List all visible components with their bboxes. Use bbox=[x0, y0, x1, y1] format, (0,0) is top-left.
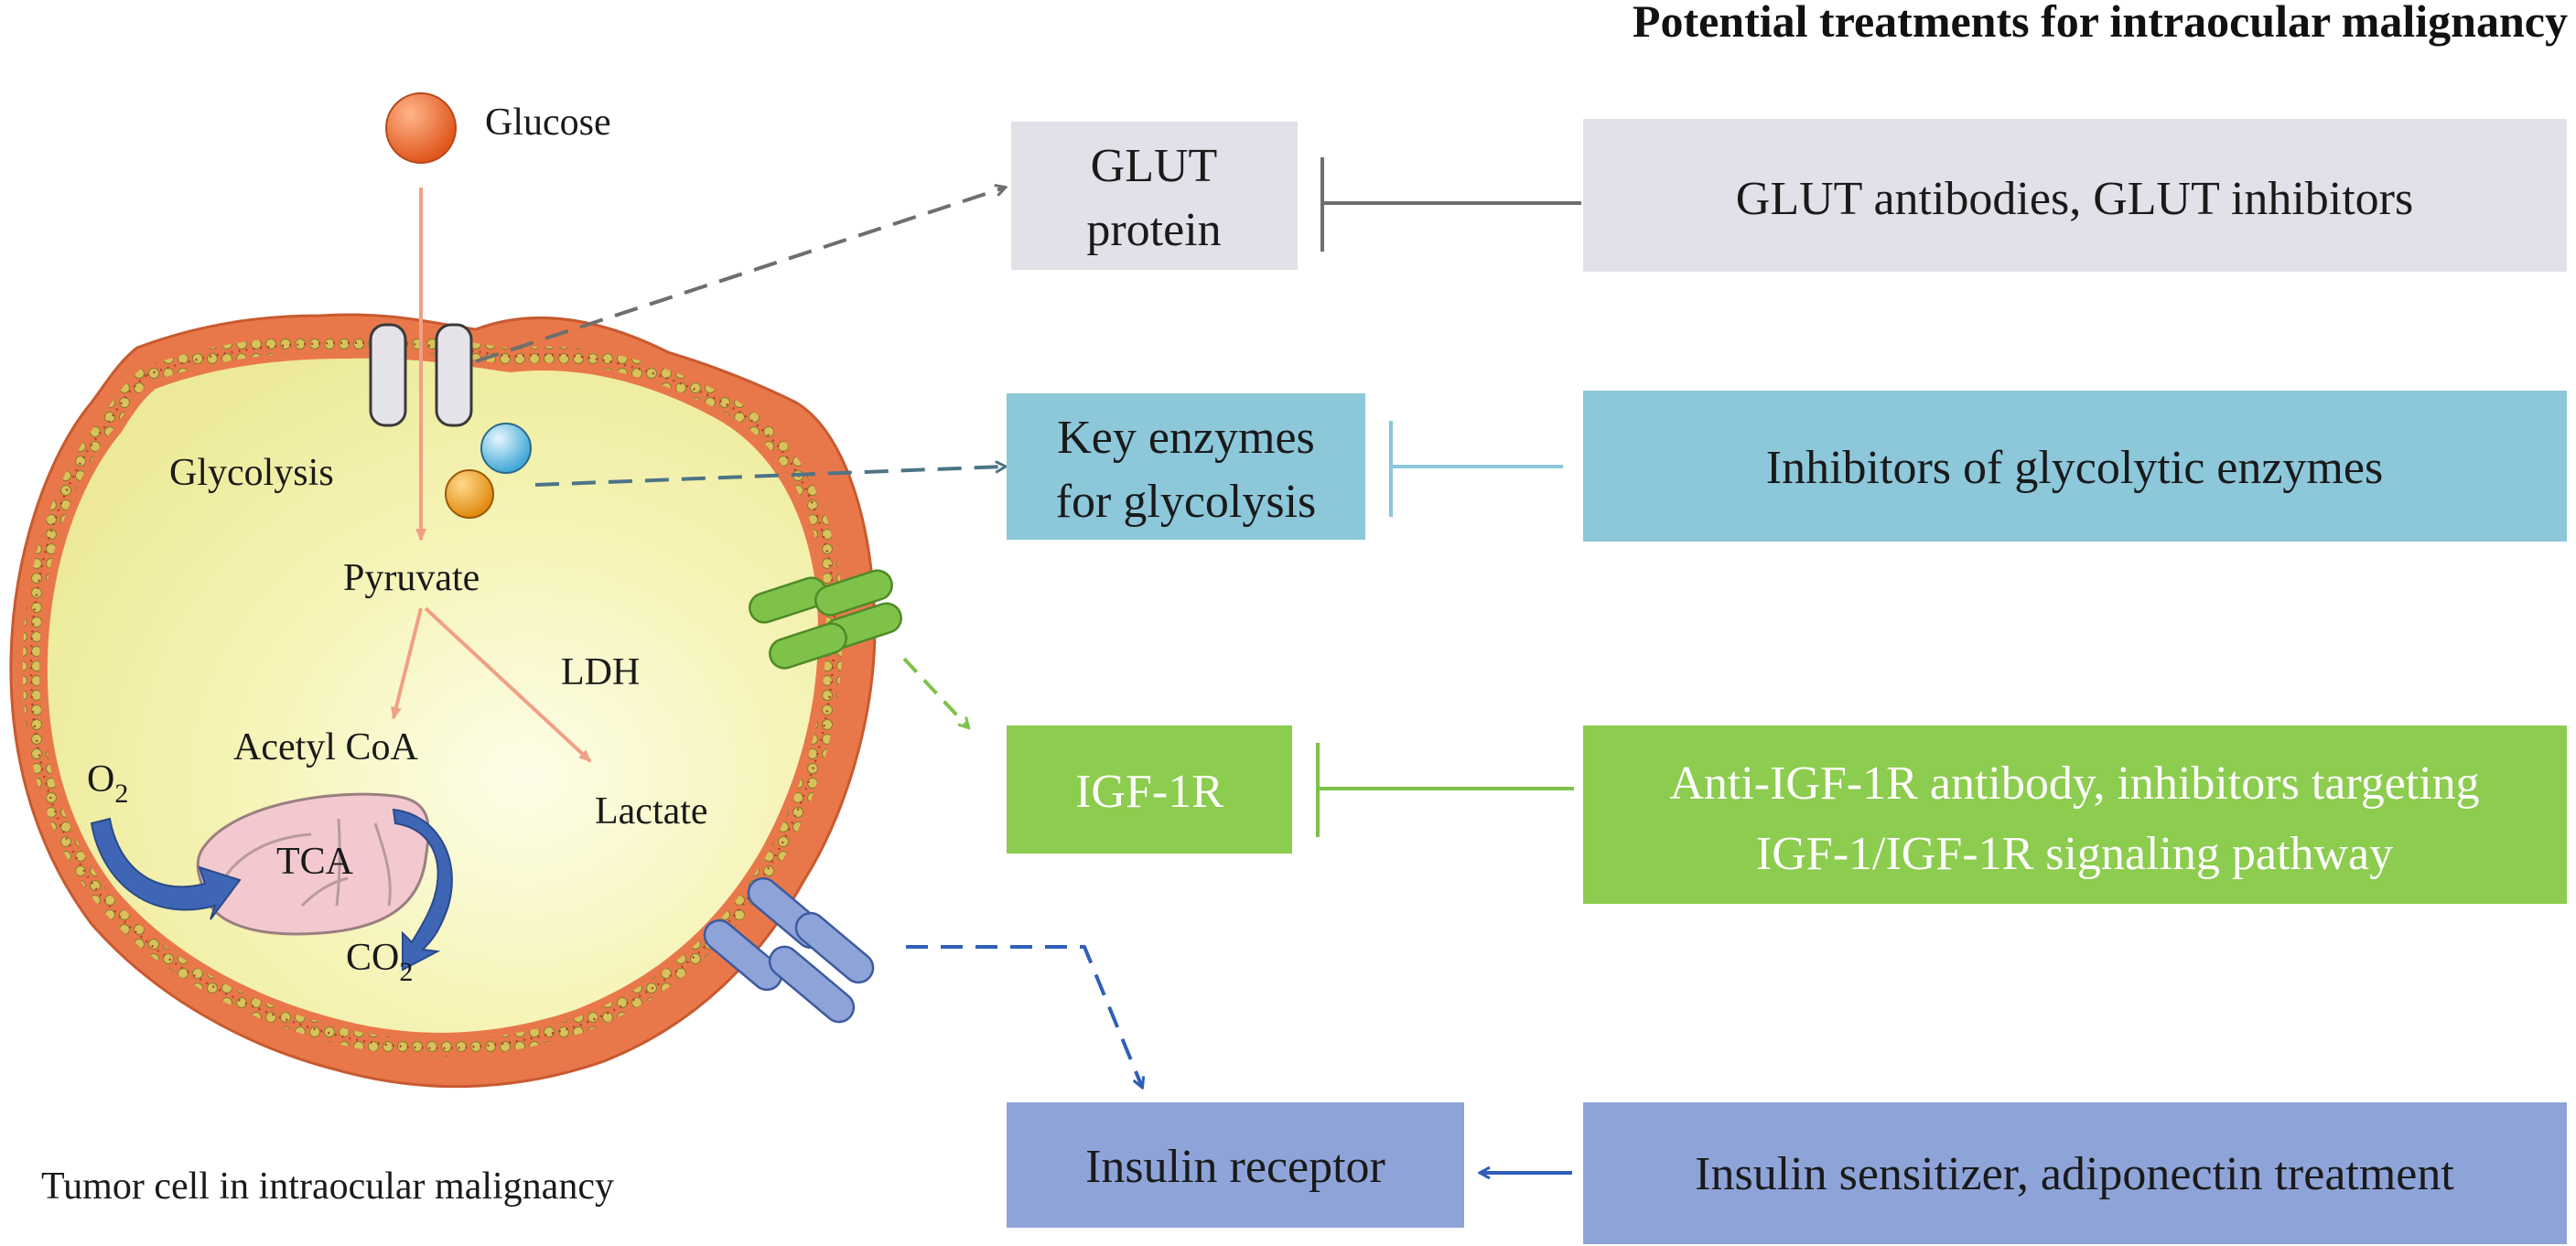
treatment-glut-line-1: GLUT antibodies, GLUT inhibitors bbox=[1736, 173, 2413, 225]
tca-label: TCA bbox=[276, 841, 354, 883]
igf-inhibition-connector bbox=[1316, 743, 1574, 837]
igf1r-receptor-icon bbox=[749, 569, 902, 670]
o2-arrow-icon bbox=[90, 817, 242, 920]
target-enzymes-line-2: for glycolysis bbox=[1056, 476, 1317, 528]
target-enzymes-line-1: Key enzymes bbox=[1057, 412, 1315, 464]
target-box-insulin bbox=[1007, 1102, 1464, 1228]
lactate-label: Lactate bbox=[595, 790, 708, 832]
pyruvate-label: Pyruvate bbox=[343, 557, 480, 599]
treatment-box-glut bbox=[1583, 119, 2567, 272]
target-igf1r: IGF-1R bbox=[1007, 725, 1292, 854]
target-glut: GLUT protein bbox=[1011, 122, 1298, 270]
target-box-glut bbox=[1011, 122, 1298, 270]
glucose-label: Glucose bbox=[485, 102, 611, 144]
glut-inhibition-connector bbox=[1320, 157, 1581, 252]
target-glut-line-1: GLUT bbox=[1091, 140, 1218, 192]
enzyme-orange-icon bbox=[445, 469, 494, 519]
treatment-box-igf1r bbox=[1583, 725, 2567, 904]
igf-link-arrow bbox=[902, 657, 968, 727]
target-box-enzymes bbox=[1007, 393, 1365, 540]
insulin-link-arrow bbox=[906, 945, 1142, 1087]
treatment-box-insulin bbox=[1583, 1102, 2567, 1244]
glut-transporter-icon bbox=[369, 323, 407, 427]
treatment-enzymes: Inhibitors of glycolytic enzymes bbox=[1583, 391, 2567, 542]
co2-arrow-icon bbox=[392, 808, 453, 972]
treatment-insulin-line-1: Insulin sensitizer, adiponectin treatmen… bbox=[1695, 1148, 2454, 1200]
glucose-molecule-icon bbox=[385, 92, 457, 164]
treatment-igf1r-line-1: Anti-IGF-1R antibody, inhibitors targeti… bbox=[1669, 757, 2479, 810]
treatment-igf1r: Anti-IGF-1R antibody, inhibitors targeti… bbox=[1583, 725, 2567, 904]
glut-transporter-icon bbox=[435, 323, 473, 427]
target-enzymes: Key enzymes for glycolysis bbox=[1007, 393, 1365, 540]
ldh-label: LDH bbox=[561, 651, 640, 693]
cell-caption: Tumor cell in intraocular malignancy bbox=[41, 1165, 614, 1208]
pyruvate-to-acetyl-arrow bbox=[391, 607, 423, 720]
co2-label: CO2 bbox=[346, 937, 413, 987]
treatment-igf1r-line-2: IGF-1/IGF-1R signaling pathway bbox=[1756, 828, 2393, 880]
treatment-glut: GLUT antibodies, GLUT inhibitors bbox=[1583, 119, 2567, 272]
treatment-insulin: Insulin sensitizer, adiponectin treatmen… bbox=[1583, 1102, 2567, 1244]
target-insulin: Insulin receptor bbox=[1007, 1102, 1464, 1228]
treatment-enzymes-line-1: Inhibitors of glycolytic enzymes bbox=[1766, 442, 2383, 494]
target-glut-line-2: protein bbox=[1086, 204, 1221, 256]
glycolysis-label: Glycolysis bbox=[169, 452, 334, 494]
enzyme-link-arrow bbox=[534, 467, 1005, 487]
target-insulin-line-1: Insulin receptor bbox=[1085, 1141, 1385, 1193]
target-box-igf1r bbox=[1007, 725, 1292, 854]
o2-label: O2 bbox=[87, 758, 128, 809]
enzyme-inhibition-connector bbox=[1389, 421, 1563, 517]
diagram-title: Potential treatments for intraocular mal… bbox=[1633, 0, 2568, 47]
glut-link-arrow bbox=[475, 188, 1005, 363]
acetyl-coa-label: Acetyl CoA bbox=[233, 726, 418, 768]
treatment-box-enzymes bbox=[1583, 391, 2567, 542]
insulin-receptor-icon bbox=[703, 876, 875, 1024]
enzyme-blue-icon bbox=[480, 423, 532, 474]
target-igf1r-line-1: IGF-1R bbox=[1075, 766, 1223, 818]
pyruvate-to-lactate-arrow bbox=[424, 607, 592, 763]
